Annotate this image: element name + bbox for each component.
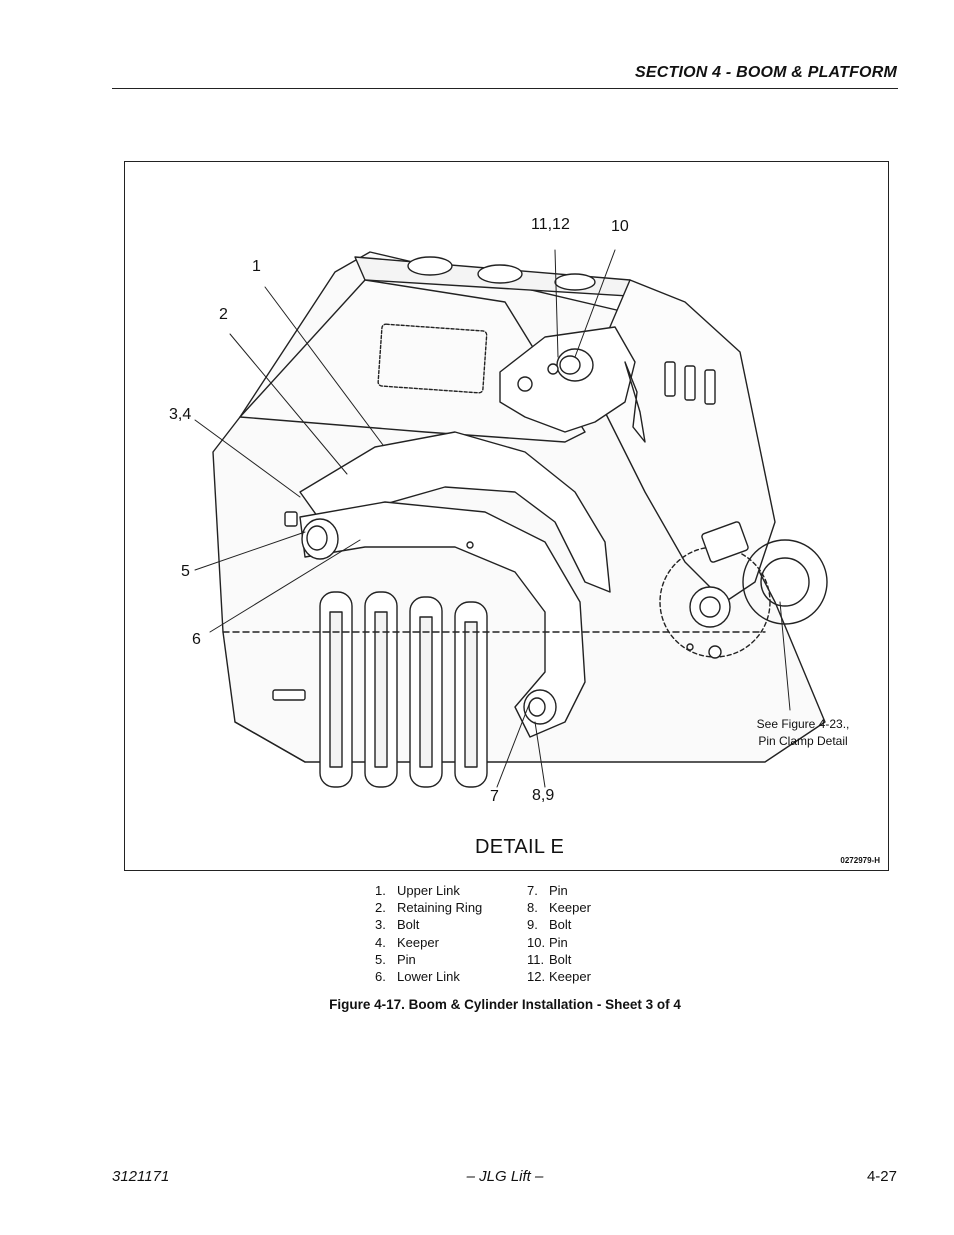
callout-1: 1 xyxy=(252,258,261,275)
legend-item: 5. Pin xyxy=(375,951,482,968)
legend-num: 9. xyxy=(527,917,538,933)
figure-caption: Figure 4-17. Boom & Cylinder Installatio… xyxy=(329,997,681,1012)
legend-label: Retaining Ring xyxy=(397,900,483,916)
legend-label: Pin xyxy=(549,934,568,950)
legend-item: 8. Keeper xyxy=(527,899,591,916)
legend-num: 4. xyxy=(375,934,386,950)
section-title: SECTION 4 - BOOM & PLATFORM xyxy=(635,64,897,81)
legend-label: Lower Link xyxy=(397,969,460,985)
drawing-number: 0272979-H xyxy=(840,856,880,865)
leader-lines xyxy=(194,249,791,788)
footer-brand: – JLG Lift – xyxy=(466,1168,544,1185)
detail-label: DETAIL E xyxy=(475,836,565,858)
legend-item: 7. Pin xyxy=(527,882,591,899)
legend-num: 2. xyxy=(375,900,386,916)
legend-right: 7.Pin 8.Keeper 9.Bolt 10.Pin 11.Bolt 12.… xyxy=(527,882,591,985)
legend-num: 12. xyxy=(527,969,546,985)
legend-label: Pin xyxy=(397,951,416,967)
legend-label: Bolt xyxy=(549,951,572,967)
legend-num: 7. xyxy=(527,883,538,898)
legend-label: Upper Link xyxy=(397,883,460,898)
legend-label: Keeper xyxy=(549,969,591,985)
legend-item: 3. Bolt xyxy=(375,916,482,933)
legend-item: 4. Keeper xyxy=(375,934,482,951)
footer-doc-number: 3121171 xyxy=(112,1168,170,1185)
legend-num: 8. xyxy=(527,900,538,916)
legend-num: 5. xyxy=(375,951,386,967)
legend-label: Keeper xyxy=(549,900,591,916)
callout-11-12: 11,12 xyxy=(531,216,570,233)
legend-label: Pin xyxy=(549,883,568,898)
legend-label: Keeper xyxy=(397,934,439,950)
see-figure-note-line2: Pin Clamp Detail xyxy=(758,734,848,748)
header-rule xyxy=(112,88,898,89)
boom-detail-drawing xyxy=(194,249,828,788)
callout-10: 10 xyxy=(611,218,629,235)
legend-item: 12.Keeper xyxy=(527,968,591,985)
legend-num: 6. xyxy=(375,969,386,985)
legend-item: 2. Retaining Ring xyxy=(375,899,482,916)
legend-item: 9. Bolt xyxy=(527,916,591,933)
callout-5: 5 xyxy=(181,563,190,580)
callout-3-4: 3,4 xyxy=(169,406,192,423)
legend-label: Bolt xyxy=(397,917,420,933)
upper-bulkhead xyxy=(239,279,586,443)
legend-item: 11.Bolt xyxy=(527,951,591,968)
legend-left: 1. Upper Link 2. Retaining Ring 3. Bolt 4. K… xyxy=(375,882,482,985)
legend-item: 10.Pin xyxy=(527,934,591,951)
callout-8-9: 8,9 xyxy=(532,787,555,804)
see-figure-note: See Figure 4-23., Pin Clamp Detail xyxy=(743,716,863,750)
legend-num: 1. xyxy=(375,883,386,898)
legend-item: 1. Upper Link xyxy=(375,882,482,899)
legend-label: Bolt xyxy=(549,917,572,933)
callout-6: 6 xyxy=(192,631,201,648)
callout-7: 7 xyxy=(490,788,499,805)
callout-2: 2 xyxy=(219,306,228,323)
legend-num: 3. xyxy=(375,917,386,933)
legend-num: 11. xyxy=(527,951,545,967)
footer-page-number: 4-27 xyxy=(866,1168,897,1185)
wear-pads xyxy=(319,591,488,788)
legend-item: 6. Lower Link xyxy=(375,968,482,985)
figure-frame: 1 2 3,4 5 6 7 8,9 11,12 10 See Figure 4-… xyxy=(124,161,889,871)
legend-num: 10. xyxy=(527,934,546,950)
see-figure-note-line1: See Figure 4-23., xyxy=(756,717,850,731)
